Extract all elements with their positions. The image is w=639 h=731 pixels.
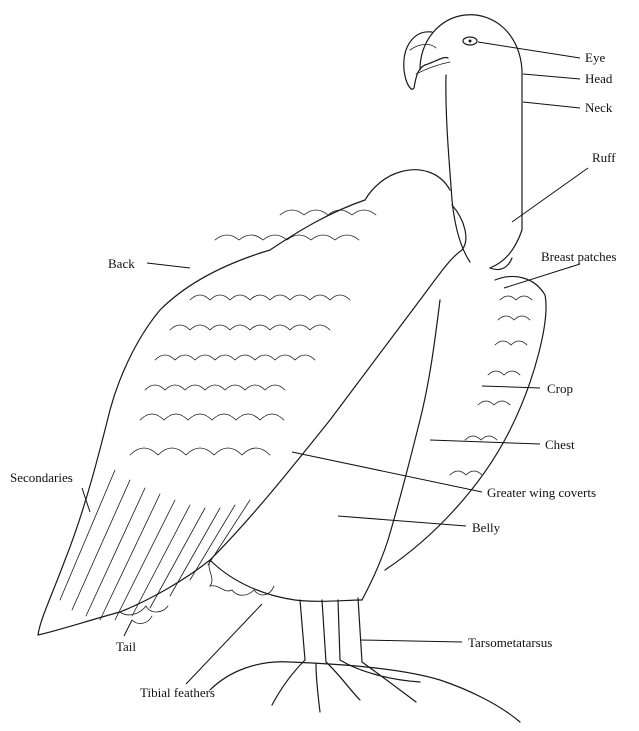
ruff-leader: [512, 168, 588, 222]
leg-left: [300, 600, 326, 662]
back-leader: [147, 263, 190, 268]
label-greater-wing-coverts: Greater wing coverts: [487, 486, 596, 499]
label-head: Head: [585, 72, 612, 85]
label-breast-patches: Breast patches: [541, 250, 616, 263]
label-belly: Belly: [472, 521, 500, 534]
chest-leader: [430, 440, 540, 444]
neck-front: [446, 75, 470, 262]
tail-leader: [124, 620, 132, 636]
label-tail: Tail: [116, 640, 136, 653]
label-eye: Eye: [585, 51, 605, 64]
tarsometatarsus-leader: [360, 640, 462, 642]
covert-feathers: [130, 210, 376, 455]
leg-right: [338, 598, 362, 662]
head-leader: [523, 74, 580, 79]
label-tarsometatarsus: Tarsometatarsus: [468, 636, 552, 649]
beak: [404, 32, 448, 89]
tibial-feathers-leader: [186, 604, 262, 684]
label-ruff: Ruff: [592, 151, 616, 164]
wing-outer-edge: [38, 250, 462, 635]
label-secondaries: Secondaries: [10, 471, 73, 484]
crop-leader: [482, 386, 540, 388]
far-wing-feathers: [450, 296, 532, 475]
label-tibial-feathers: Tibial feathers: [140, 686, 215, 699]
back-outline: [110, 200, 365, 410]
leader-lines: [82, 42, 588, 684]
label-chest: Chest: [545, 438, 575, 451]
label-neck: Neck: [585, 101, 612, 114]
neck-leader: [523, 102, 580, 108]
foot-left: [272, 660, 360, 712]
label-back: Back: [108, 257, 135, 270]
tibial-feather-tufts: [209, 560, 274, 595]
label-crop: Crop: [547, 382, 573, 395]
belly-lower: [210, 560, 362, 601]
body-outline: [362, 300, 440, 600]
eye-leader: [478, 42, 580, 58]
ruff: [365, 170, 512, 270]
head-outline: [420, 15, 522, 268]
eye-pupil: [469, 40, 472, 43]
